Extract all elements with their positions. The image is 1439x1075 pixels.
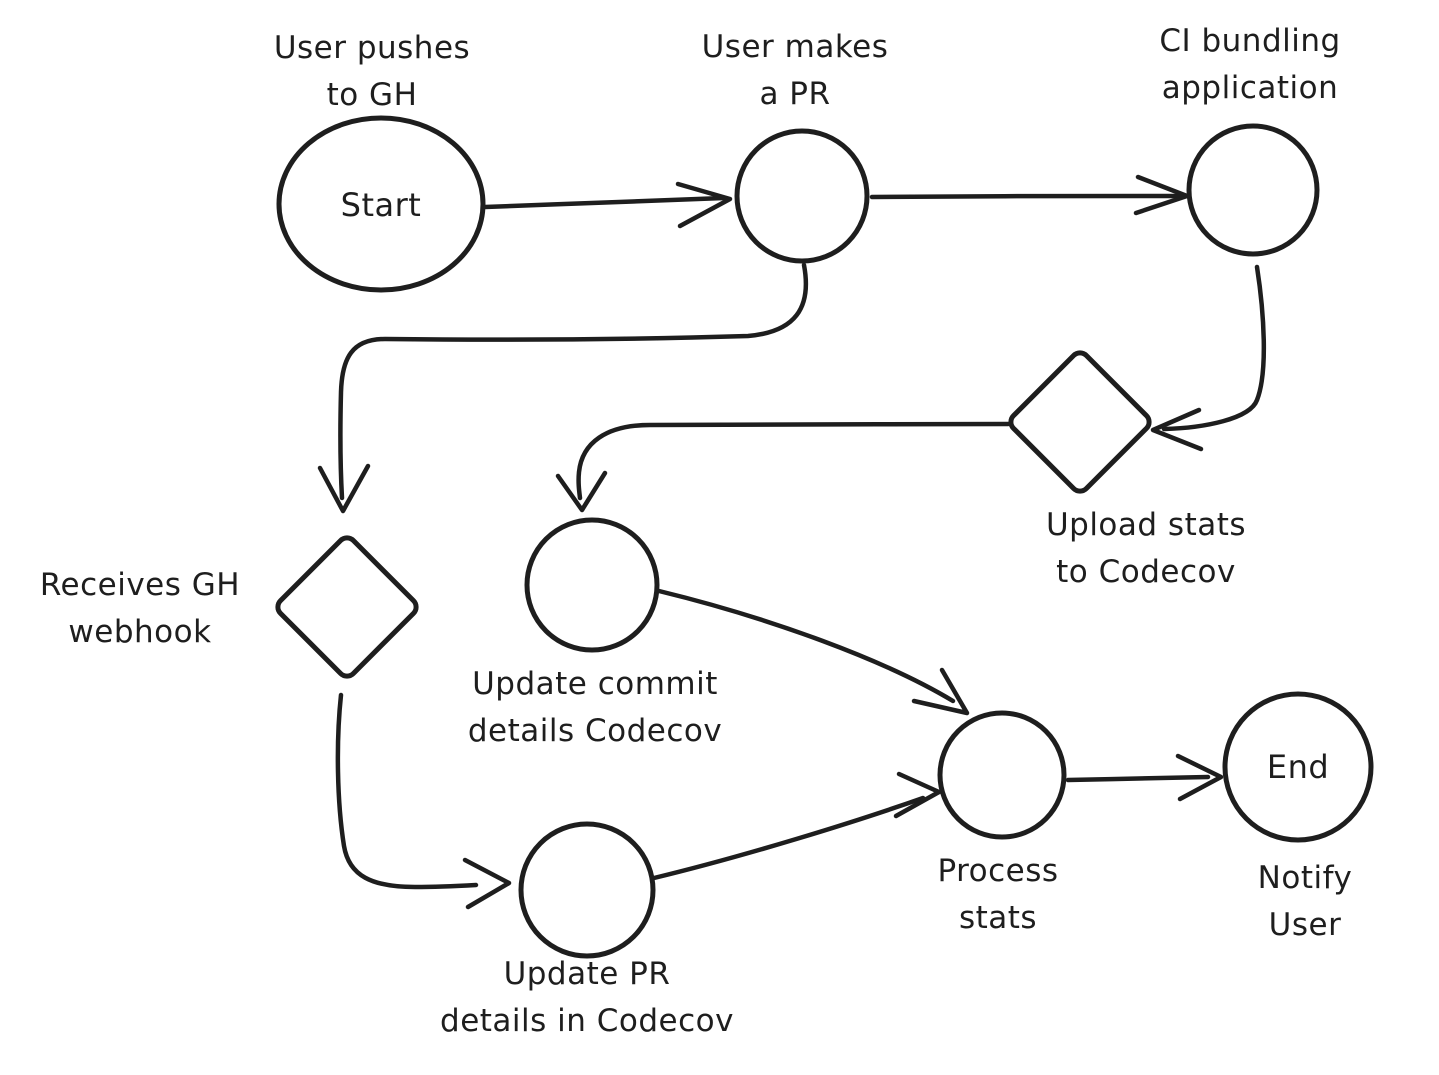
process-node-shape [937, 710, 1067, 840]
start-node-label: Start [340, 186, 422, 224]
arrow-ci-to-upload [1150, 264, 1267, 452]
arrow-process-to-end [1065, 753, 1224, 802]
start-node-shape [276, 115, 486, 293]
pr-node-shape [734, 128, 870, 264]
ci-node-shape [1186, 123, 1320, 257]
webhook-diamond-shape [275, 535, 419, 679]
update-commit-node-shape [524, 517, 660, 653]
arrow-update-commit-to-process [656, 588, 970, 716]
end-node-caption: Notify User [1257, 860, 1353, 943]
arrow-pr-to-webhook [317, 262, 809, 514]
end-node-shape [1222, 691, 1374, 843]
arrow-pr-to-ci [869, 174, 1190, 216]
process-node-caption: Process stats [937, 853, 1059, 936]
webhook-node-caption: Receives GH webhook [39, 567, 241, 650]
end-node-label: End [1266, 748, 1330, 786]
update-pr-node-shape [518, 821, 656, 959]
arrow-webhook-to-update-pr [335, 692, 512, 910]
pr-node-caption: User makes a PR [701, 29, 889, 112]
start-node-caption: User pushes to GH [273, 30, 471, 113]
arrow-start-to-pr [482, 181, 733, 229]
arrow-upload-to-update-commit [555, 421, 1011, 513]
upload-diamond-shape [1008, 350, 1152, 494]
arrow-update-pr-to-process [651, 771, 942, 881]
ci-node-caption: CI bundling application [1159, 23, 1341, 106]
upload-node-caption: Upload stats to Codecov [1045, 507, 1247, 590]
update-commit-node-caption: Update commit details Codecov [467, 666, 723, 749]
update-pr-node-caption: Update PR details in Codecov [440, 956, 734, 1039]
